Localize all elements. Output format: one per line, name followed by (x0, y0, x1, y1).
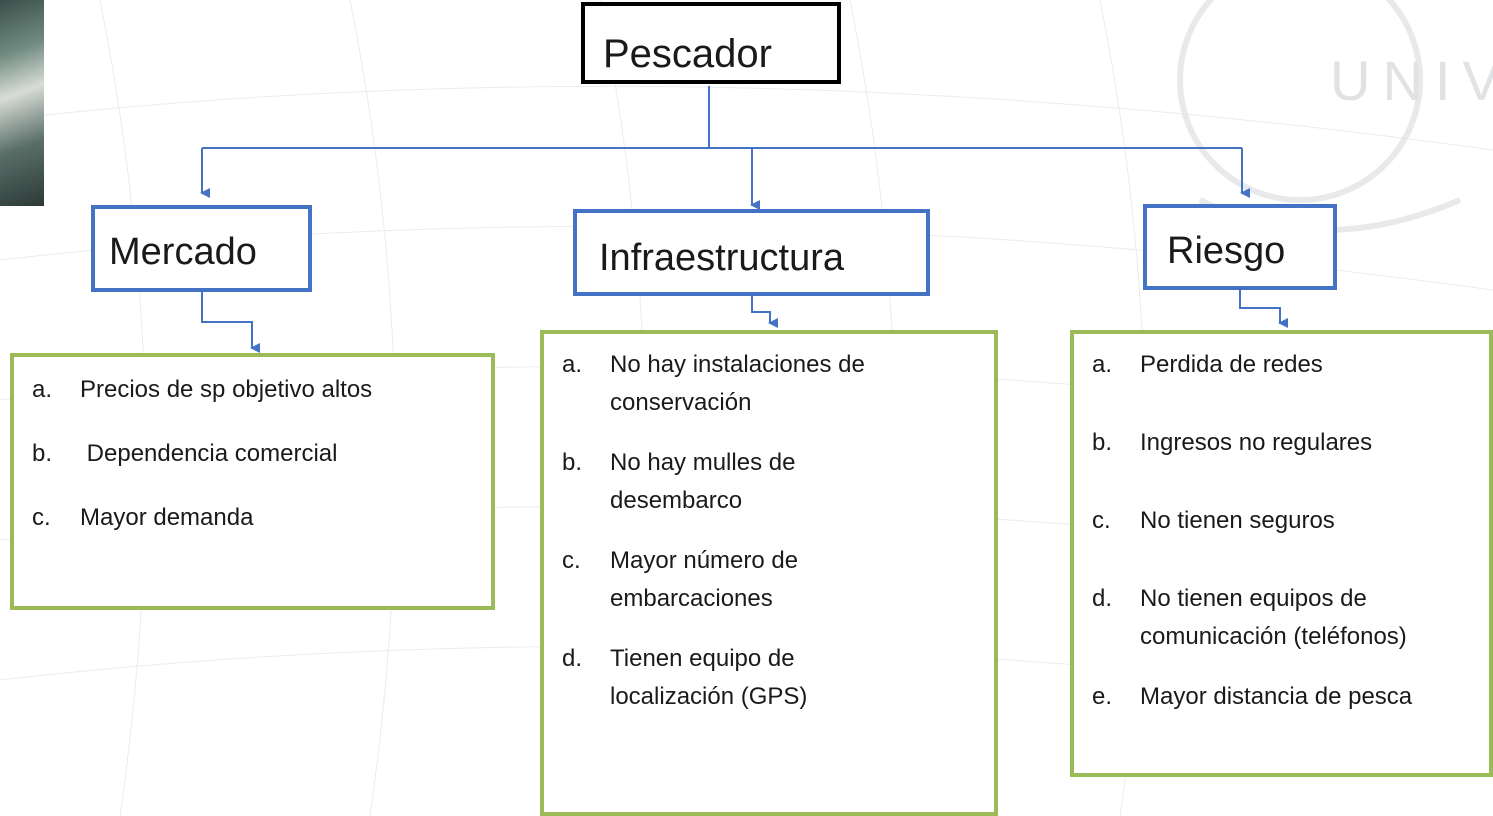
item-letter: b. (562, 449, 583, 476)
item-letter: b. (32, 440, 53, 467)
list-item: b. Ingresos no regulares (1092, 424, 1475, 462)
item-letter: a. (562, 351, 583, 378)
list-item: a. Precios de sp objetivo altos (32, 371, 477, 409)
item-letter: d. (1092, 585, 1113, 612)
list-item: d. No tienen equipos de comunicación (tel… (1092, 580, 1475, 656)
root-node: Pescador (581, 2, 841, 84)
category-label: Riesgo (1167, 230, 1286, 272)
item-text: No hay instalaciones de conservación (610, 351, 865, 416)
list-riesgo: a. Perdida de redes b. Ingresos no regular… (1070, 330, 1493, 777)
item-text: Precios de sp objetivo altos (80, 376, 373, 403)
item-letter: e. (1092, 683, 1113, 710)
item-text: No tienen seguros (1140, 507, 1335, 534)
list-item: c. Mayor número de embarcaciones (562, 542, 980, 618)
list-infraestructura: a. No hay instalaciones de conservación b… (540, 330, 998, 816)
item-letter: c. (1092, 507, 1111, 534)
category-label: Mercado (109, 231, 257, 273)
item-letter: d. (562, 645, 583, 672)
list-item: c. Mayor demanda (32, 499, 477, 537)
list-item: c. No tienen seguros (1092, 502, 1475, 540)
list-item: e. Mayor distancia de pesca (1092, 678, 1475, 716)
list-item: d. Tienen equipo de localización (GPS) (562, 640, 980, 716)
category-riesgo: Riesgo (1143, 204, 1337, 290)
list-item: b. No hay mulles de desembarco (562, 444, 980, 520)
item-letter: c. (32, 504, 51, 531)
item-text: No tienen equipos de comunicación (teléf… (1140, 585, 1407, 650)
category-infraestructura: Infraestructura (573, 209, 930, 296)
item-text: No hay mulles de desembarco (610, 449, 796, 514)
category-mercado: Mercado (91, 205, 312, 292)
root-label: Pescador (603, 32, 772, 76)
item-letter: a. (32, 376, 53, 403)
item-text: Ingresos no regulares (1140, 429, 1373, 456)
item-letter: a. (1092, 351, 1113, 378)
list-item: a. Perdida de redes (1092, 346, 1475, 384)
item-text: Tienen equipo de localización (GPS) (610, 645, 808, 710)
item-letter: c. (562, 547, 581, 574)
item-text: Mayor distancia de pesca (1140, 683, 1413, 710)
item-text: Perdida de redes (1140, 351, 1323, 378)
item-letter: b. (1092, 429, 1113, 456)
list-item: a. No hay instalaciones de conservación (562, 346, 980, 422)
item-text: Dependencia comercial (80, 440, 338, 467)
item-text: Mayor número de embarcaciones (610, 547, 799, 612)
list-mercado: a. Precios de sp objetivo altos b. Depend… (10, 353, 495, 610)
list-item: b. Dependencia comercial (32, 435, 477, 473)
category-label: Infraestructura (599, 237, 844, 279)
corner-photo (0, 0, 44, 206)
watermark-text: UNIV (1330, 49, 1493, 112)
item-text: Mayor demanda (80, 504, 254, 531)
